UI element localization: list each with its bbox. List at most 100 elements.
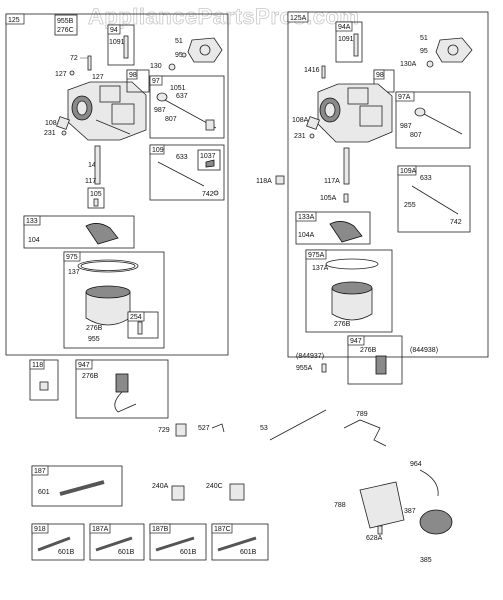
label-109: 109: [152, 147, 164, 154]
label-742-A: 742: [450, 219, 462, 226]
label-187A: 187A: [92, 526, 109, 533]
gasket-51-A: [435, 37, 473, 63]
label-955B: 955B: [57, 18, 74, 25]
label-987-A: 987: [400, 123, 412, 130]
label-1091: 1091: [109, 39, 125, 46]
label-137: 137: [68, 269, 80, 276]
carburetor-body: [67, 81, 147, 141]
label-601B-2: 601B: [118, 549, 135, 556]
gasket-51: [187, 37, 223, 63]
label-276B-a: 276B: [334, 321, 351, 328]
label-108: 108: [45, 120, 57, 127]
float-A: [329, 221, 363, 243]
spring-789: [343, 419, 387, 447]
label-276B-b: 276B: [360, 347, 377, 354]
label-133A: 133A: [298, 214, 315, 221]
group-187C: 187C 601B: [211, 523, 269, 561]
label-240A: 240A: [152, 483, 169, 490]
label-118: 118: [32, 362, 43, 369]
label-133: 133: [26, 218, 38, 225]
label-142: 142: [88, 162, 100, 169]
group-918: 918 601B: [31, 523, 85, 561]
group-947: 947 276B: [75, 359, 169, 419]
governor-link-53: [269, 409, 327, 441]
label-955: 955: [88, 336, 100, 343]
label-527: 527: [198, 425, 210, 432]
label-975: 975: [66, 254, 78, 261]
label-1091-A: 1091: [338, 36, 354, 43]
label-117: 117: [85, 178, 96, 185]
bracket-788: [359, 481, 405, 529]
carburetor-body-A: [317, 83, 393, 143]
label-118A: 118A: [256, 178, 272, 185]
label-276B: 276B: [86, 325, 103, 332]
label-187C: 187C: [214, 526, 231, 533]
label-844937: (844937): [296, 353, 324, 360]
label-742: 742: [202, 191, 214, 198]
label-1416: 1416: [304, 67, 320, 74]
fuel-solenoid: [375, 355, 387, 375]
label-387: 387: [404, 508, 416, 515]
label-254: 254: [130, 314, 142, 321]
label-108A: 108A: [292, 117, 309, 124]
fuel-filter-240C: [229, 483, 245, 501]
label-807: 807: [165, 116, 177, 123]
label-187B: 187B: [152, 526, 169, 533]
label-231-A: 231: [294, 133, 306, 140]
label-987: 987: [154, 107, 166, 114]
label-601: 601: [38, 489, 50, 496]
label-94: 94: [110, 27, 118, 34]
float: [85, 223, 119, 245]
label-255: 255: [404, 202, 416, 209]
label-947-A: 947: [350, 338, 362, 345]
label-729: 729: [158, 427, 170, 434]
label-807-A: 807: [410, 132, 422, 139]
label-601B-4: 601B: [240, 549, 257, 556]
group-125: 125 955B 276C 94 1091 51 95 72 127 127 1…: [5, 13, 229, 356]
label-955A: 955A: [296, 365, 313, 372]
fuel-filter-240A: [171, 485, 185, 501]
label-276C: 276C: [57, 27, 74, 34]
label-947: 947: [78, 362, 90, 369]
label-1051: 1051: [170, 85, 186, 92]
label-97A: 97A: [398, 94, 411, 101]
label-72: 72: [70, 55, 78, 62]
label-98-A: 98: [376, 72, 384, 79]
label-187: 187: [34, 468, 46, 475]
label-51-A: 51: [420, 35, 428, 42]
fuel-pump-385: [419, 509, 453, 535]
group-187B: 187B 601B: [149, 523, 207, 561]
label-105: 105: [90, 191, 102, 198]
label-127-a: 127: [55, 71, 67, 78]
label-601B-1: 601B: [58, 549, 75, 556]
label-104: 104: [28, 237, 40, 244]
label-844938: (844938): [410, 347, 438, 354]
label-633: 633: [176, 154, 188, 161]
group-118: 118: [29, 359, 59, 401]
label-104A: 104A: [298, 232, 315, 239]
label-918: 918: [34, 526, 46, 533]
label-109A: 109A: [400, 168, 417, 175]
label-97: 97: [152, 78, 160, 85]
label-240C: 240C: [206, 483, 223, 490]
label-95-A: 95: [420, 48, 428, 55]
label-964: 964: [410, 461, 422, 468]
label-130A: 130A: [400, 61, 417, 68]
label-53: 53: [260, 425, 268, 432]
label-975A: 975A: [308, 252, 325, 259]
label-127-b: 127: [92, 74, 104, 81]
fuel-solenoid-947: [115, 373, 129, 393]
group-125A: 125A 94A 1091 51 95 130A 1416 98 97A 987…: [256, 11, 489, 385]
label-94A: 94A: [338, 24, 351, 31]
label-105A: 105A: [320, 195, 337, 202]
group-187: 187 601: [31, 465, 123, 507]
label-130: 130: [150, 63, 162, 70]
label-95: 95: [175, 52, 183, 59]
label-98: 98: [129, 72, 137, 79]
label-637: 637: [176, 93, 188, 100]
label-117A: 117A: [324, 178, 340, 185]
label-1037: 1037: [200, 153, 216, 160]
label-789: 789: [356, 411, 368, 418]
label-231: 231: [44, 130, 56, 137]
